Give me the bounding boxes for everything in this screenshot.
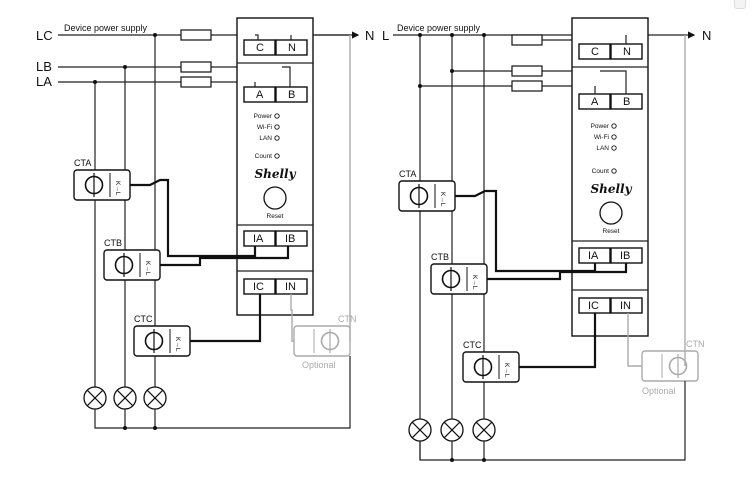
ctb-label: CTB <box>431 252 449 262</box>
fuse-icon <box>180 76 212 88</box>
terminal-ib-label: IB <box>285 233 295 245</box>
la-label: LA <box>36 74 52 89</box>
n-label: N <box>702 28 711 43</box>
terminal-c <box>578 43 611 60</box>
terminal-c-label: C <box>591 46 599 58</box>
fuse-icon <box>180 61 212 73</box>
ctc-label: CTC <box>463 340 482 350</box>
power-led-label: Power <box>254 113 273 120</box>
terminal-b <box>275 86 308 103</box>
right-diagram: L Device power supply N C N A B <box>382 17 711 462</box>
reset-label: Reset <box>267 213 284 220</box>
terminal-ic-label: IC <box>588 300 599 312</box>
count-led-label: Count <box>255 153 273 160</box>
terminal-n-label: N <box>623 46 631 58</box>
terminal-in-label: IN <box>620 300 631 312</box>
terminal-a <box>243 86 276 103</box>
device-power-supply-label: Device power supply <box>64 23 148 33</box>
lamp-icon <box>83 386 107 410</box>
reset-button[interactable] <box>263 186 287 210</box>
terminal-ia-label: IA <box>253 233 264 245</box>
lamp-icon <box>440 418 464 442</box>
power-led-icon <box>274 113 280 119</box>
lb-label: LB <box>36 59 52 74</box>
scroll-handle[interactable] <box>734 0 746 9</box>
ct-clamp-c: CTC K→L <box>462 340 520 383</box>
lan-led-label: LAN <box>596 145 609 152</box>
cta-label: CTA <box>74 158 91 168</box>
terminal-in-label: IN <box>285 281 296 293</box>
count-led-icon <box>274 153 280 159</box>
ctc-label: CTC <box>134 314 153 324</box>
fuse-icon <box>511 80 543 92</box>
terminal-ia-label: IA <box>588 250 599 262</box>
wifi-led-icon <box>274 124 280 130</box>
left-diagram: LC LB LA Device power supply N C N A B I… <box>36 17 374 430</box>
ctb-label: CTB <box>104 238 122 248</box>
optional-label: Optional <box>642 386 676 396</box>
wifi-led-label: Wi-Fi <box>594 134 609 141</box>
terminal-c-label: C <box>256 42 264 54</box>
lan-led-label: LAN <box>259 135 272 142</box>
ct-clamp-n-optional: CTN Optional <box>293 314 357 370</box>
lamp-icon <box>408 418 432 442</box>
lan-led-icon <box>611 145 617 151</box>
k-l-arrow-label: K→L <box>174 337 181 352</box>
lamp-icon <box>113 386 137 410</box>
ct-clamp-b: CTB K→L <box>430 252 488 295</box>
wifi-led-icon <box>611 134 617 140</box>
ct-clamp-c: CTC K→L <box>133 314 191 357</box>
reset-button[interactable] <box>599 201 623 225</box>
terminal-n-label: N <box>288 42 296 54</box>
device-power-supply-label: Device power supply <box>397 23 481 33</box>
cta-label: CTA <box>399 169 416 179</box>
fuse-icon <box>511 65 543 77</box>
ct-clamp-a: CTA K→L <box>398 169 456 212</box>
lan-led-icon <box>274 135 280 141</box>
ct-clamp-n-optional: CTN Optional <box>641 339 705 396</box>
optional-label: Optional <box>302 360 336 370</box>
k-l-arrow-label: K→L <box>144 261 151 276</box>
terminal-a-label: A <box>256 89 264 101</box>
k-l-arrow-label: K→L <box>439 192 446 207</box>
power-led-label: Power <box>591 123 610 130</box>
lc-label: LC <box>36 28 53 43</box>
terminal-c <box>243 39 276 56</box>
n-label: N <box>365 28 374 43</box>
wifi-led-label: Wi-Fi <box>257 124 272 131</box>
ct-clamp-b: CTB K→L <box>103 238 161 281</box>
count-led-icon <box>611 168 617 174</box>
l-label: L <box>382 28 389 43</box>
reset-label: Reset <box>603 228 620 235</box>
lamp-icon <box>472 418 496 442</box>
terminal-ia <box>243 230 276 247</box>
ctn-label: CTN <box>338 314 357 324</box>
terminal-b-label: B <box>288 89 295 101</box>
terminal-in <box>610 297 643 314</box>
shelly-device <box>236 17 314 316</box>
shelly-device <box>571 17 649 337</box>
fuse-icon <box>180 29 212 41</box>
power-led-icon <box>611 123 617 129</box>
ct-clamp-a: CTA K→L <box>73 158 131 201</box>
k-l-arrow-label: K→L <box>471 275 478 290</box>
lamp-icon <box>143 386 167 410</box>
shelly-logo: Shelly <box>254 167 296 181</box>
shelly-logo: Shelly <box>590 182 632 196</box>
ctn-label: CTN <box>686 339 705 349</box>
terminal-ib <box>275 230 308 247</box>
terminal-b-label: B <box>623 96 630 108</box>
terminal-ic-label: IC <box>253 281 264 293</box>
k-l-arrow-label: K→L <box>114 181 121 196</box>
fuse-icon <box>511 34 543 46</box>
terminal-a-label: A <box>591 96 599 108</box>
terminal-ib-label: IB <box>620 250 630 262</box>
count-led-label: Count <box>592 168 610 175</box>
k-l-arrow-label: K→L <box>503 363 510 378</box>
